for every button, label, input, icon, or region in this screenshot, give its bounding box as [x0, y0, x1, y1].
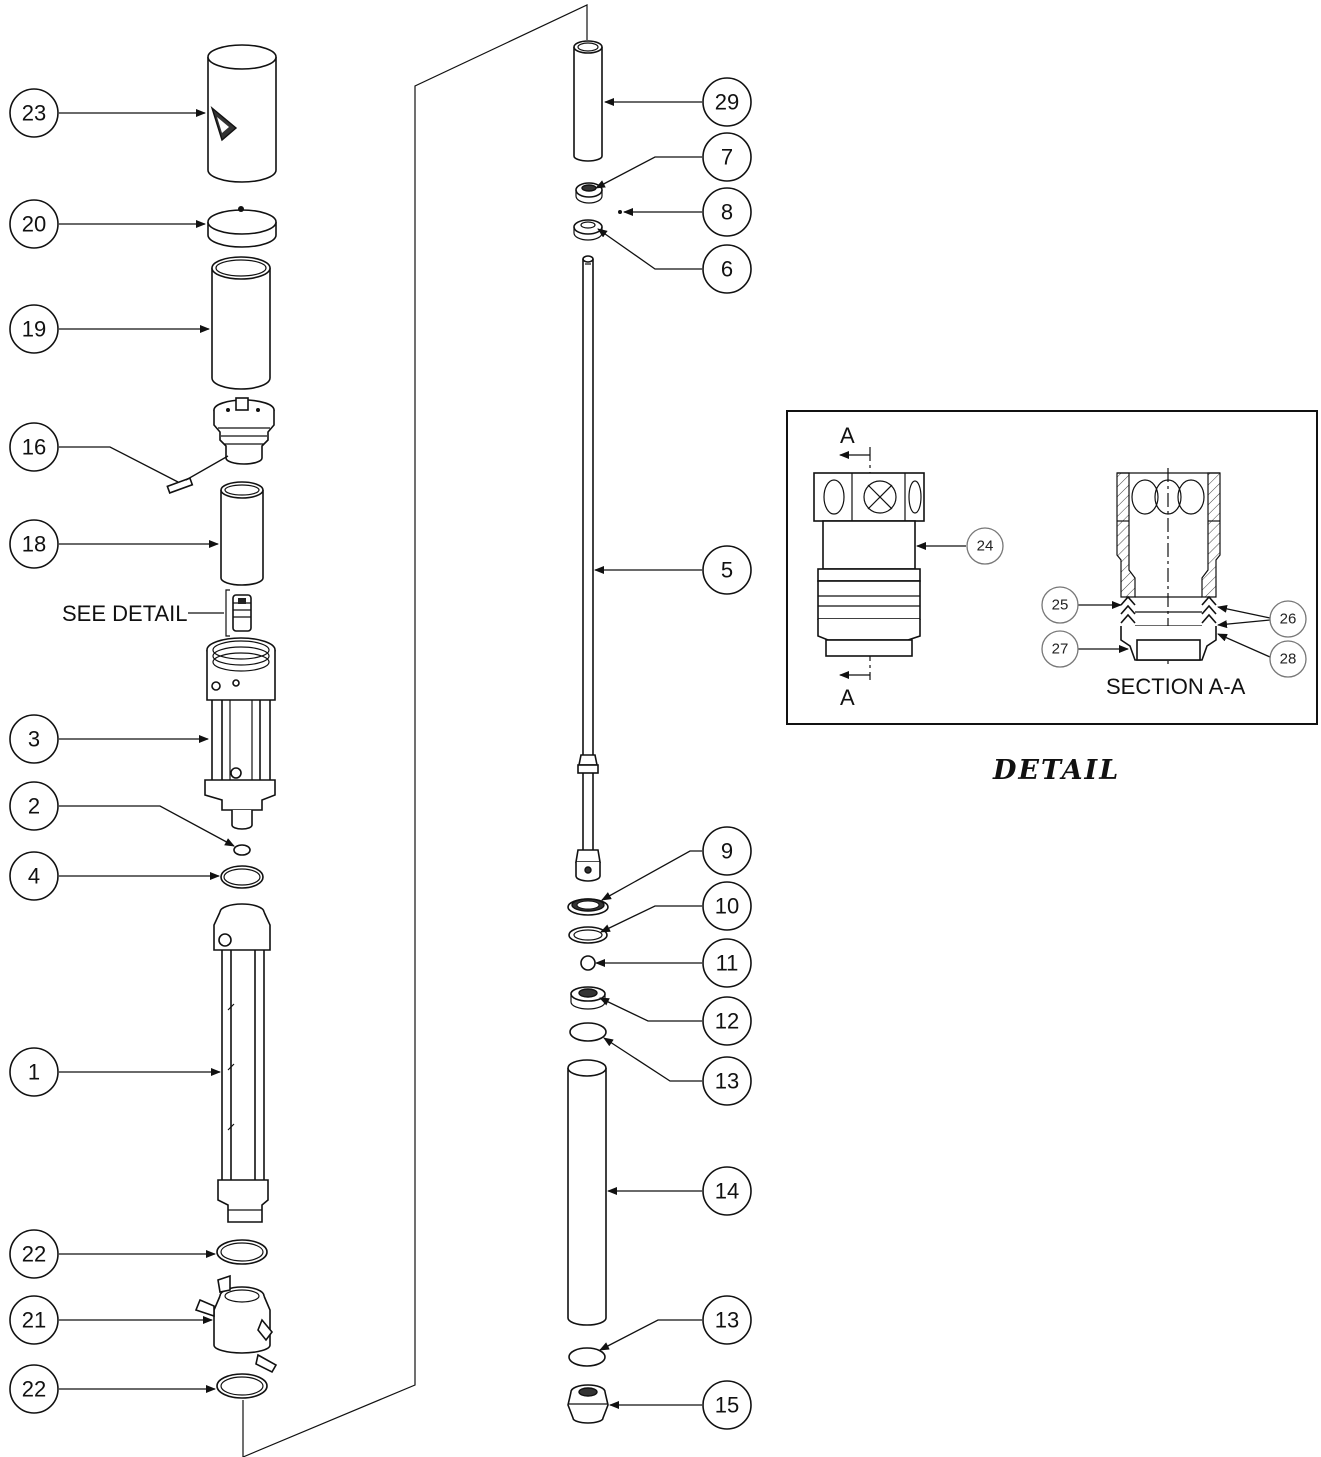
callout-6: 6 — [597, 228, 752, 294]
callout-5-label: 5 — [721, 558, 733, 583]
callout-13-upper: 13 — [603, 1037, 752, 1106]
section-letter-top: A — [840, 423, 855, 448]
callout-15: 15 — [609, 1380, 752, 1430]
callout-27-label: 27 — [1052, 641, 1069, 658]
part-19-sleeve — [211, 256, 271, 390]
callout-3-label: 3 — [28, 727, 40, 752]
part-13-oring-lower — [568, 1347, 606, 1367]
callout-7: 7 — [595, 132, 752, 189]
callout-12: 12 — [599, 996, 752, 1046]
part-5-rod — [575, 255, 601, 882]
see-detail-callout: SEE DETAIL — [62, 601, 224, 626]
callout-18-label: 18 — [22, 532, 46, 557]
callout-22-lower: 22 — [9, 1364, 216, 1414]
callout-21: 21 — [9, 1295, 213, 1345]
callout-14: 14 — [607, 1166, 752, 1216]
callout-13-lower: 13 — [599, 1295, 752, 1351]
callout-1: 1 — [9, 1047, 221, 1097]
callout-9-label: 9 — [721, 839, 733, 864]
callout-2-label: 2 — [28, 794, 40, 819]
callout-8-label: 8 — [721, 200, 733, 225]
callout-3: 3 — [9, 714, 209, 764]
callout-9: 9 — [601, 826, 752, 901]
part-22-ring-lower — [216, 1373, 268, 1399]
callout-22-upper: 22 — [9, 1229, 216, 1279]
callout-6-label: 6 — [721, 257, 733, 282]
callout-11-label: 11 — [716, 951, 739, 976]
callout-24-label: 24 — [977, 538, 994, 555]
callout-12-label: 12 — [715, 1009, 739, 1034]
part-10-washer — [568, 926, 608, 944]
callout-20: 20 — [9, 199, 206, 249]
callout-16-label: 16 — [22, 435, 46, 460]
callout-19-label: 19 — [22, 317, 46, 342]
callout-15-label: 15 — [715, 1393, 739, 1418]
callout-23-label: 23 — [22, 101, 46, 126]
callout-7-label: 7 — [721, 145, 733, 170]
part-14-cylinder — [567, 1059, 607, 1326]
detail-title: DETAIL — [992, 755, 1120, 786]
callout-13-upper-label: 13 — [715, 1069, 739, 1094]
see-detail-part — [225, 589, 252, 637]
part-7-nut — [575, 182, 603, 204]
callout-10: 10 — [600, 881, 752, 933]
callout-4-label: 4 — [28, 864, 40, 889]
callout-22-upper-label: 22 — [22, 1242, 46, 1267]
part-22-ring-upper — [216, 1239, 268, 1265]
part-2-oring — [233, 844, 251, 856]
part-29-tube — [573, 40, 603, 162]
part-16-valve-head — [213, 397, 275, 465]
part-4-oring — [220, 865, 264, 889]
callout-21-label: 21 — [22, 1308, 46, 1333]
part-12-seat — [570, 986, 606, 1010]
see-detail-label: SEE DETAIL — [62, 601, 188, 626]
part-20-cap — [207, 206, 277, 248]
callout-28-label: 28 — [1280, 651, 1297, 668]
detail-external-view: A A 24 — [813, 423, 1004, 710]
callout-29: 29 — [604, 77, 752, 127]
part-1-body — [213, 903, 271, 1223]
callout-11: 11 — [595, 938, 752, 988]
callout-26-label: 26 — [1280, 611, 1297, 628]
callout-14-label: 14 — [715, 1179, 739, 1204]
part-18-tube — [220, 481, 264, 586]
callout-2: 2 — [9, 781, 235, 847]
callout-4: 4 — [9, 851, 220, 901]
detail-section-view: 25 27 26 28 SECTION A-A — [1041, 468, 1307, 699]
callout-8: 8 — [623, 187, 752, 237]
callout-16: 16 — [9, 422, 229, 483]
callout-29-label: 29 — [715, 90, 739, 115]
callout-10-label: 10 — [715, 894, 739, 919]
callout-19: 19 — [9, 304, 210, 354]
section-letter-bottom: A — [840, 685, 855, 710]
part-3-frame — [204, 637, 276, 830]
part-21-coupler — [194, 1274, 278, 1374]
detail-box: A A 24 — [786, 410, 1318, 725]
section-label: SECTION A-A — [1106, 674, 1246, 699]
callout-13-lower-label: 13 — [715, 1308, 739, 1333]
part-8-pin — [618, 210, 622, 214]
part-15-foot-valve — [567, 1384, 609, 1424]
part-6-washer — [573, 219, 603, 241]
part-9-seal — [567, 898, 609, 916]
callout-5: 5 — [594, 545, 752, 595]
part-16-pin — [166, 477, 194, 494]
part-23-cover — [207, 44, 277, 183]
callout-25-label: 25 — [1052, 597, 1069, 614]
callout-1-label: 1 — [28, 1060, 40, 1085]
callout-22-lower-label: 22 — [22, 1377, 46, 1402]
callout-23: 23 — [9, 88, 206, 138]
callout-18: 18 — [9, 519, 219, 569]
assembly-split-line — [242, 4, 588, 1457]
part-11-ball — [580, 955, 596, 971]
part-13-oring-upper — [569, 1022, 607, 1042]
callout-20-label: 20 — [22, 212, 46, 237]
